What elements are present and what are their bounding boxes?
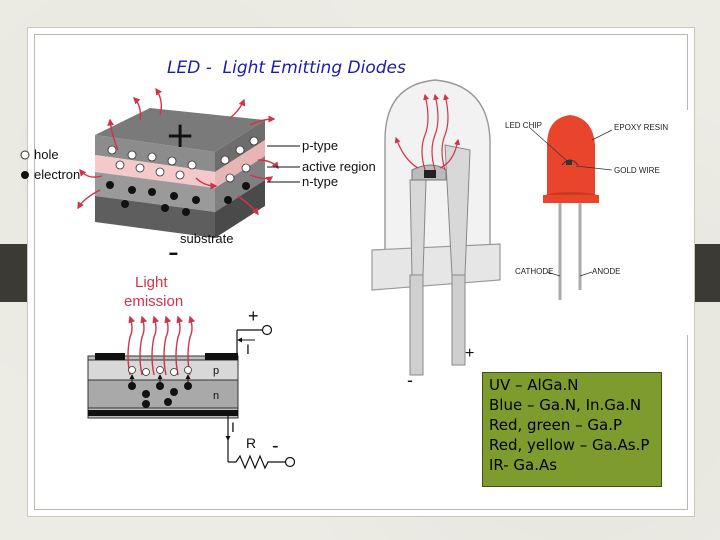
block-left-active xyxy=(95,155,215,188)
block-right-substrate xyxy=(215,180,265,238)
material-line: IR- Ga.As xyxy=(489,456,558,474)
current-bottom-label: I xyxy=(231,419,235,435)
n-type-label: n-type xyxy=(302,174,338,189)
block-emission-arrows xyxy=(77,87,279,216)
material-line: Red, green – Ga.P xyxy=(489,416,623,434)
red-led-label-pointers xyxy=(529,127,613,277)
hole-label: hole xyxy=(34,147,59,162)
current-top-label: I xyxy=(246,341,250,357)
hole-legend-dot xyxy=(20,150,30,160)
holes xyxy=(107,136,259,183)
light-emission-line1: Light xyxy=(135,274,168,291)
p-type-label: p-type xyxy=(302,138,338,153)
electrons xyxy=(106,181,250,216)
materials-box: UV – AlGa.N Blue – Ga.N, In.Ga.N Red, gr… xyxy=(482,372,662,487)
circuit-minus-label: - xyxy=(272,435,279,457)
slide-title: LED - Light Emitting Diodes xyxy=(167,58,406,78)
package-minus-label: - xyxy=(407,370,413,390)
red-led-photo xyxy=(503,110,688,335)
material-line: Blue – Ga.N, In.Ga.N xyxy=(489,396,642,414)
circuit-light-arrows xyxy=(127,315,196,376)
material-line: Red, yellow – Ga.As.P xyxy=(489,436,650,454)
electron-label: electron xyxy=(34,167,80,182)
block-top-face xyxy=(95,108,265,152)
led-chip-label: LED CHIP xyxy=(505,121,542,130)
circuit-plus-label: + xyxy=(248,306,259,326)
material-line: UV – AlGa.N xyxy=(489,376,579,394)
block-left-p xyxy=(95,135,215,172)
cathode-label: CATHODE xyxy=(515,267,554,276)
active-region-label: active region xyxy=(302,159,376,174)
light-emission-line2: emission xyxy=(124,293,183,310)
circuit-diagram xyxy=(87,324,296,470)
p-layer-label: p xyxy=(213,365,219,377)
circuit-carriers xyxy=(128,366,192,408)
anode-label: ANODE xyxy=(592,267,620,276)
package-plus-label: + xyxy=(465,345,474,362)
led-package-drawing xyxy=(371,79,501,376)
led-package-light-arrows xyxy=(394,93,461,171)
block-minus-sign: - xyxy=(168,235,179,270)
layer-label-pointers xyxy=(267,145,300,183)
block-plus-sign: + xyxy=(165,115,196,156)
resistor-label: R xyxy=(246,435,256,451)
gold-wire-label: GOLD WIRE xyxy=(614,166,660,175)
substrate-label: substrate xyxy=(180,231,233,246)
electron-legend-dot xyxy=(21,171,29,179)
epoxy-resin-label: EPOXY RESIN xyxy=(614,123,668,132)
n-layer-label: n xyxy=(213,390,219,402)
